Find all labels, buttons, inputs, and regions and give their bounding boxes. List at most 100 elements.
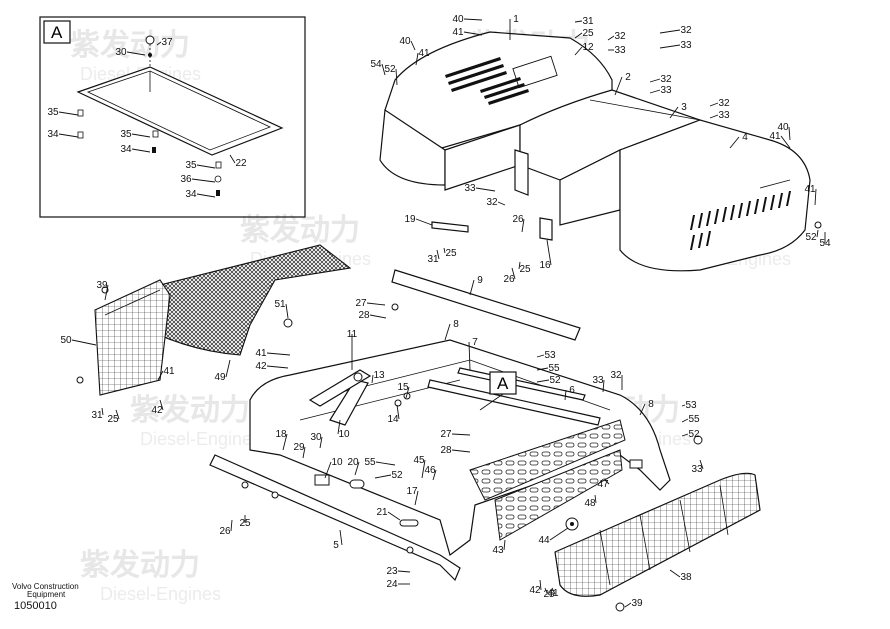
inset-letter: A bbox=[51, 23, 63, 42]
part-label-39: 39 bbox=[631, 598, 643, 609]
part-label-15: 15 bbox=[397, 382, 409, 393]
part-label-54: 54 bbox=[819, 238, 831, 249]
part-label-52: 52 bbox=[805, 232, 817, 243]
part-label-53: 53 bbox=[685, 400, 697, 411]
leader-line bbox=[366, 302, 386, 306]
leader-line bbox=[157, 370, 164, 381]
leader-line bbox=[131, 133, 151, 138]
leader-line bbox=[521, 218, 525, 233]
watermark-cn: 紫发动力 bbox=[70, 28, 190, 63]
leader-line bbox=[444, 323, 451, 341]
leader-line bbox=[395, 68, 398, 86]
part-label-31: 31 bbox=[427, 254, 439, 265]
part-label-55: 55 bbox=[364, 457, 376, 468]
part-label-11: 11 bbox=[347, 329, 358, 340]
front-grille bbox=[554, 472, 761, 597]
part-label-36: 36 bbox=[180, 174, 192, 185]
part-label-13: 13 bbox=[373, 370, 385, 381]
leader-line bbox=[468, 341, 471, 371]
part-label-21: 21 bbox=[376, 507, 388, 518]
part-label-53: 53 bbox=[544, 350, 556, 361]
leader-line bbox=[229, 154, 236, 164]
part-label-51: 51 bbox=[274, 299, 286, 310]
leader-line bbox=[607, 35, 615, 41]
part-label-19: 19 bbox=[404, 214, 416, 225]
leader-line bbox=[639, 403, 646, 416]
part-label-24: 24 bbox=[386, 579, 398, 590]
leader-line bbox=[536, 379, 550, 383]
leader-line bbox=[564, 389, 567, 401]
leader-line bbox=[126, 51, 146, 56]
leader-line bbox=[669, 569, 681, 578]
part-label-41: 41 bbox=[547, 588, 559, 599]
leader-line bbox=[196, 164, 216, 169]
leader-line bbox=[156, 41, 162, 46]
watermark-en: Diesel-Engines bbox=[100, 584, 221, 604]
leader-line bbox=[681, 404, 686, 407]
leader-line bbox=[436, 249, 440, 260]
engine-hood-cover bbox=[379, 31, 613, 191]
part-label-33: 33 bbox=[592, 375, 604, 386]
leader-line bbox=[396, 404, 400, 420]
watermark-en: Diesel-Engines bbox=[140, 429, 261, 449]
part-label-5: 5 bbox=[333, 540, 339, 551]
leader-line bbox=[475, 187, 496, 192]
part-label-26: 26 bbox=[503, 274, 515, 285]
leader-line bbox=[371, 374, 374, 384]
part-label-28: 28 bbox=[358, 310, 370, 321]
part-label-14: 14 bbox=[387, 414, 399, 425]
part-label-47: 47 bbox=[597, 479, 609, 490]
part-label-33: 33 bbox=[464, 183, 476, 194]
leader-line bbox=[539, 579, 542, 591]
part-label-20: 20 bbox=[347, 457, 359, 468]
part-label-8: 8 bbox=[453, 319, 459, 330]
leader-line bbox=[381, 63, 386, 76]
part-label-2: 2 bbox=[625, 72, 631, 83]
part-label-32: 32 bbox=[486, 197, 498, 208]
part-label-33: 33 bbox=[718, 110, 730, 121]
watermark-cn: 紫发动力 bbox=[130, 393, 250, 428]
part-label-32: 32 bbox=[660, 74, 672, 85]
leader-line bbox=[659, 29, 681, 34]
part-label-44: 44 bbox=[538, 535, 550, 546]
leader-line bbox=[788, 126, 791, 141]
part-label-55: 55 bbox=[688, 414, 700, 425]
leader-line bbox=[387, 511, 401, 521]
leader-line bbox=[421, 459, 426, 479]
part-label-42: 42 bbox=[529, 585, 541, 596]
callout-a: A bbox=[479, 371, 517, 411]
part-label-25: 25 bbox=[239, 518, 251, 529]
leader-line bbox=[729, 136, 740, 149]
part-label-52: 52 bbox=[688, 429, 700, 440]
leader-line bbox=[225, 359, 231, 378]
part-label-42: 42 bbox=[151, 405, 163, 416]
leader-line bbox=[415, 218, 433, 226]
part-label-30: 30 bbox=[310, 432, 322, 443]
part-label-49: 49 bbox=[214, 372, 226, 383]
part-label-26: 26 bbox=[219, 526, 231, 537]
support-arm bbox=[308, 369, 372, 426]
leader-line bbox=[131, 148, 151, 153]
drawing-number: 1050010 bbox=[14, 600, 57, 612]
part-label-40: 40 bbox=[399, 36, 411, 47]
leader-line bbox=[669, 106, 679, 119]
leader-line bbox=[230, 519, 233, 532]
leader-line bbox=[536, 354, 545, 358]
part-label-50: 50 bbox=[60, 335, 72, 346]
part-label-40: 40 bbox=[452, 14, 464, 25]
part-label-17: 17 bbox=[406, 486, 418, 497]
leader-line bbox=[432, 469, 437, 481]
leader-line bbox=[649, 89, 661, 94]
leader-line bbox=[574, 20, 583, 23]
leader-line bbox=[339, 529, 343, 546]
part-label-41: 41 bbox=[804, 184, 816, 195]
part-label-52: 52 bbox=[549, 375, 561, 386]
leader-line bbox=[574, 32, 583, 39]
leader-line bbox=[443, 247, 446, 254]
part-label-37: 37 bbox=[161, 37, 173, 48]
part-label-35: 35 bbox=[185, 160, 197, 171]
part-label-18: 18 bbox=[275, 429, 287, 440]
part-label-25: 25 bbox=[519, 264, 531, 275]
leader-line bbox=[104, 284, 109, 301]
